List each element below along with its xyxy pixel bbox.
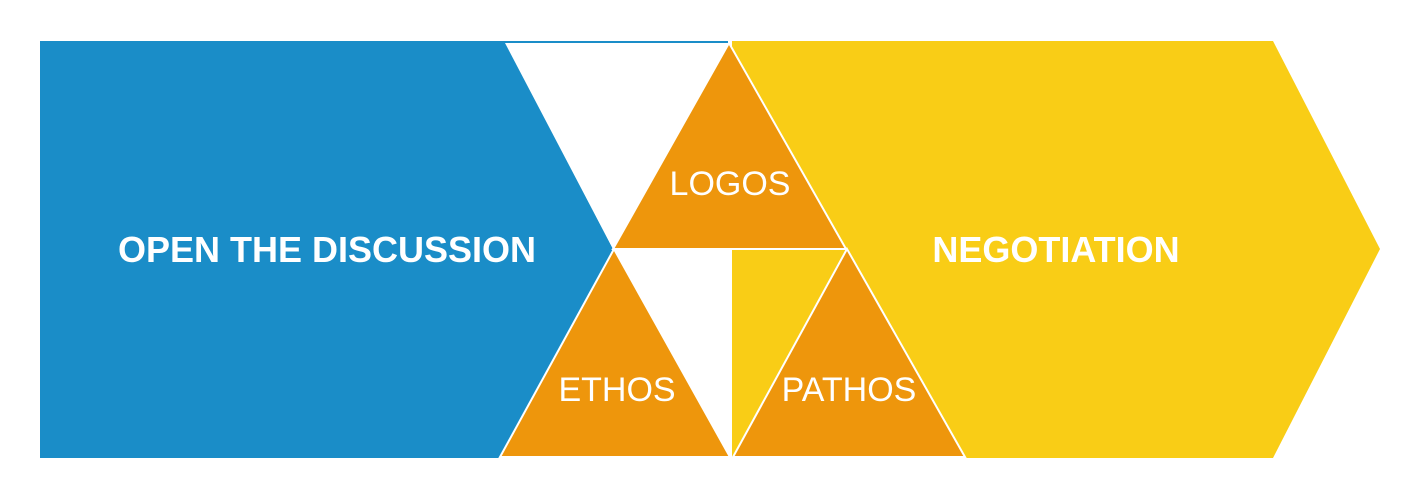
open-discussion-label: OPEN THE DISCUSSION (118, 229, 536, 270)
pathos-label: PATHOS (782, 371, 917, 409)
ethos-label: ETHOS (558, 371, 675, 409)
logos-triangle (611, 40, 848, 250)
pathos-triangle (731, 246, 967, 458)
logos-label: LOGOS (670, 165, 791, 203)
ethos-triangle (498, 246, 732, 458)
open-discussion-block (40, 41, 613, 458)
top-notch (505, 43, 728, 249)
negotiation-label: NEGOTIATION (932, 229, 1179, 270)
